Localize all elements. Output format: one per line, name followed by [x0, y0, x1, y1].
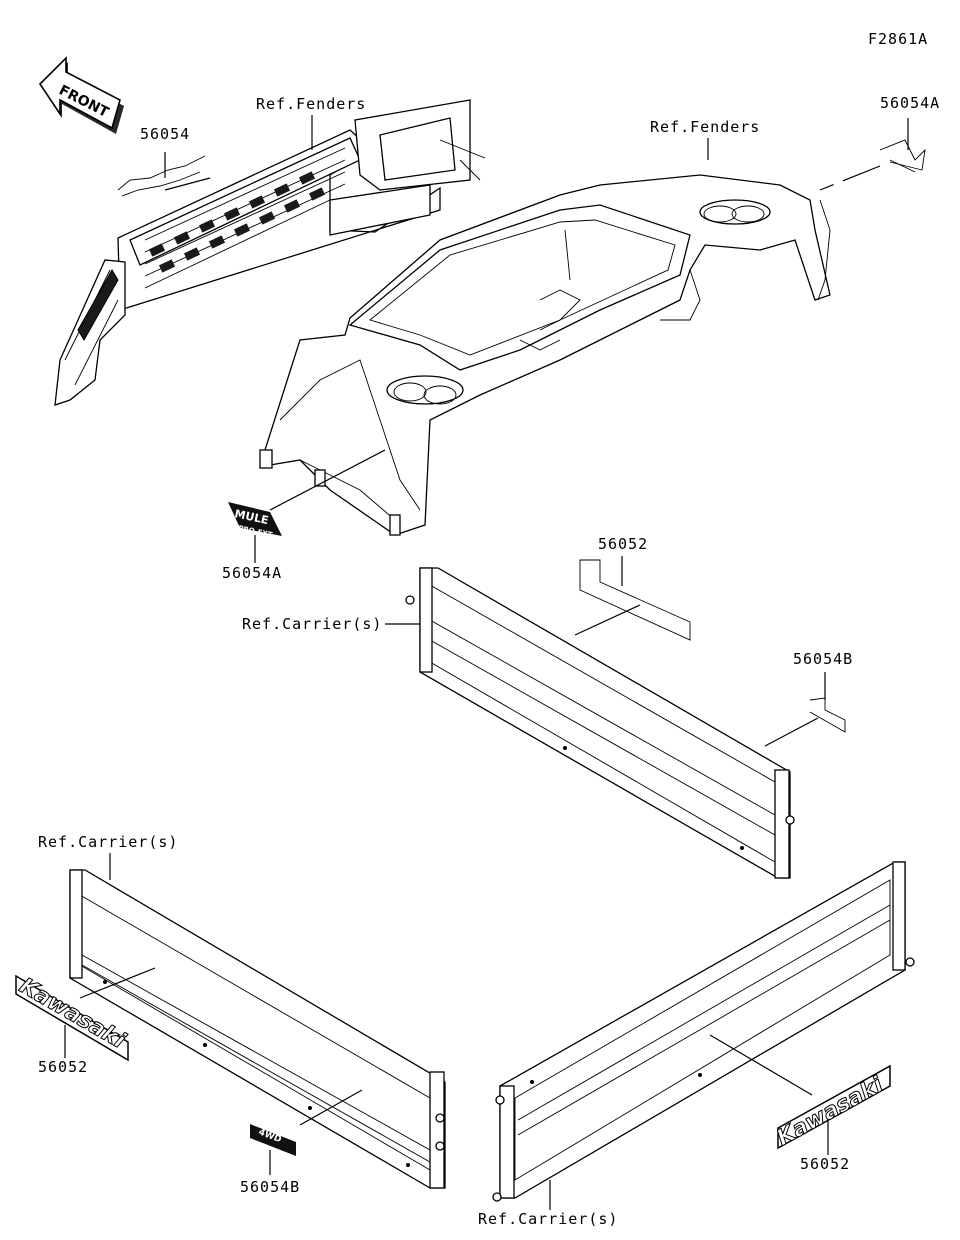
emblem-4wd: 4WD: [250, 1124, 296, 1175]
label-56054A-top[interactable]: 56054A: [880, 94, 941, 112]
label-56054-top[interactable]: 56054: [140, 125, 191, 143]
kawasaki-decal-right: Kawasaki: [772, 1064, 891, 1155]
label-ref-carrier-left[interactable]: Ref.Carrier(s): [38, 833, 179, 851]
label-56054A-emblem[interactable]: 56054A: [222, 564, 283, 582]
diagram-id: F2861A: [868, 30, 929, 48]
carrier-side-left: [69, 853, 446, 1189]
front-arrow-icon: FRONT: [38, 56, 124, 134]
carrier-side-right: [492, 861, 915, 1210]
mule-emblem: MULE PRO-FXT: [228, 502, 282, 563]
decal-56054A-top: [819, 118, 926, 191]
kawasaki-decal-right-text: Kawasaki: [773, 1072, 888, 1151]
label-56052-left[interactable]: 56052: [38, 1058, 89, 1076]
label-56052-right[interactable]: 56052: [800, 1155, 851, 1173]
label-56054B-right[interactable]: 56054B: [793, 650, 854, 668]
front-grille-panel: [54, 99, 486, 406]
decal-56054: [117, 152, 211, 197]
label-ref-fenders-left[interactable]: Ref.Fenders: [256, 95, 367, 113]
label-56054B-bottom[interactable]: 56054B: [240, 1178, 301, 1196]
label-ref-carrier-bottom[interactable]: Ref.Carrier(s): [478, 1210, 619, 1228]
label-ref-carrier-mid[interactable]: Ref.Carrier(s): [242, 615, 383, 633]
label-ref-fenders-right[interactable]: Ref.Fenders: [650, 118, 761, 136]
rear-fender-body: [259, 174, 831, 536]
decal-56054B-right: [764, 672, 846, 747]
decal-56052-tailgate: [574, 556, 691, 641]
tailgate-panel: [385, 567, 795, 879]
label-56052-tailgate[interactable]: 56052: [598, 535, 649, 553]
